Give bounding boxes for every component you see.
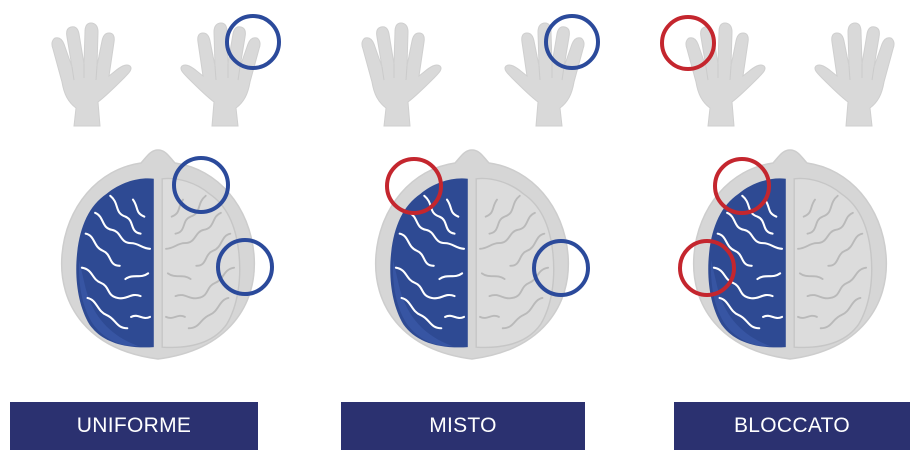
- right-hand-icon: [815, 23, 894, 126]
- label-bloccato: BLOCCATO: [674, 402, 910, 450]
- label-uniforme: UNIFORME: [10, 402, 258, 450]
- left-hand-icon: [686, 23, 765, 126]
- label-misto: MISTO: [341, 402, 585, 450]
- panel-misto: [362, 16, 598, 359]
- panel-uniforme: [52, 16, 279, 359]
- brain-icon: [62, 150, 255, 359]
- right-hand-icon: [181, 23, 260, 126]
- brain-icon: [694, 150, 887, 359]
- panel-bloccato: [662, 17, 894, 359]
- left-hand-icon: [362, 23, 441, 126]
- left-hand-icon: [52, 23, 131, 126]
